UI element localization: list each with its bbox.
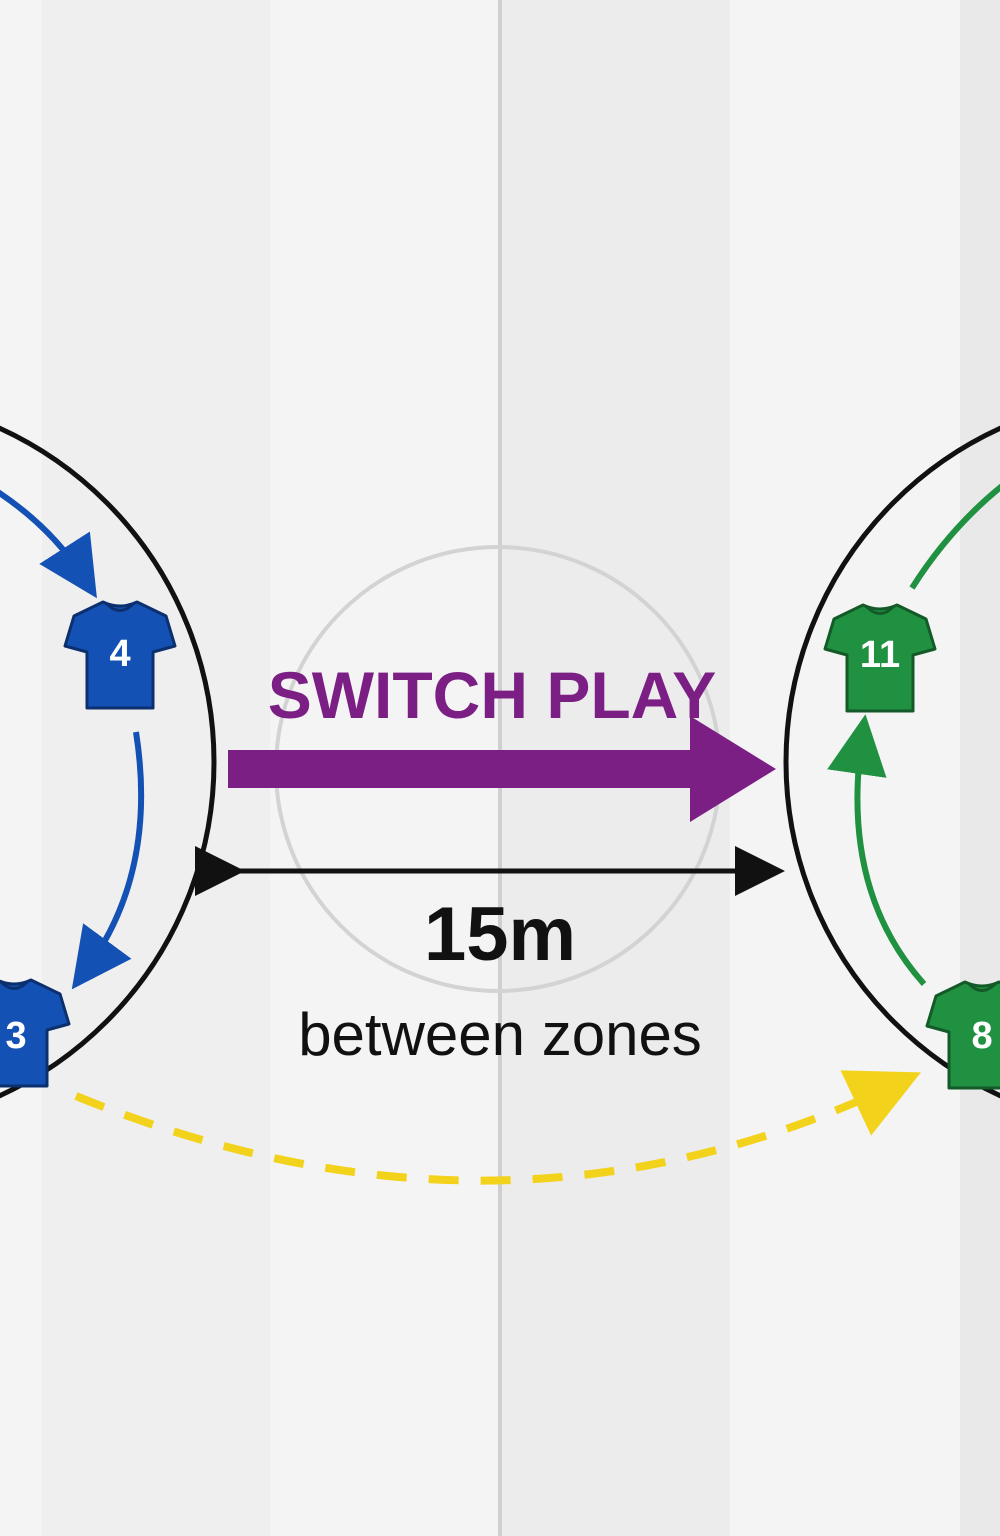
shirt-icon xyxy=(63,600,177,710)
green-pass-arrow-up xyxy=(827,714,927,986)
left-zone-circle xyxy=(0,425,217,1099)
player-blue-3: 3 xyxy=(0,978,71,1088)
player-number: 3 xyxy=(5,1015,26,1057)
shirt-icon xyxy=(823,603,937,713)
long-pass-arrow xyxy=(74,1070,921,1185)
player-green-8: 8 xyxy=(925,980,1000,1090)
player-number: 8 xyxy=(971,1015,992,1057)
player-blue-4: 4 xyxy=(63,600,177,710)
player-number: 4 xyxy=(109,633,130,675)
right-zone-circle xyxy=(783,425,1000,1099)
shirt-icon xyxy=(925,980,1000,1090)
player-number: 11 xyxy=(860,634,900,676)
player-green-11: 11 xyxy=(823,603,937,713)
green-pass-arrow-out xyxy=(909,483,1000,590)
switch-play-arrow-icon xyxy=(228,716,776,822)
shirt-icon xyxy=(0,978,71,1088)
switch-play-title: SWITCH PLAY xyxy=(268,658,717,732)
distance-caption: between zones xyxy=(298,1001,702,1068)
blue-pass-arrow-down xyxy=(71,731,145,990)
distance-value: 15m xyxy=(424,892,576,977)
blue-pass-arrow-in xyxy=(0,489,97,599)
